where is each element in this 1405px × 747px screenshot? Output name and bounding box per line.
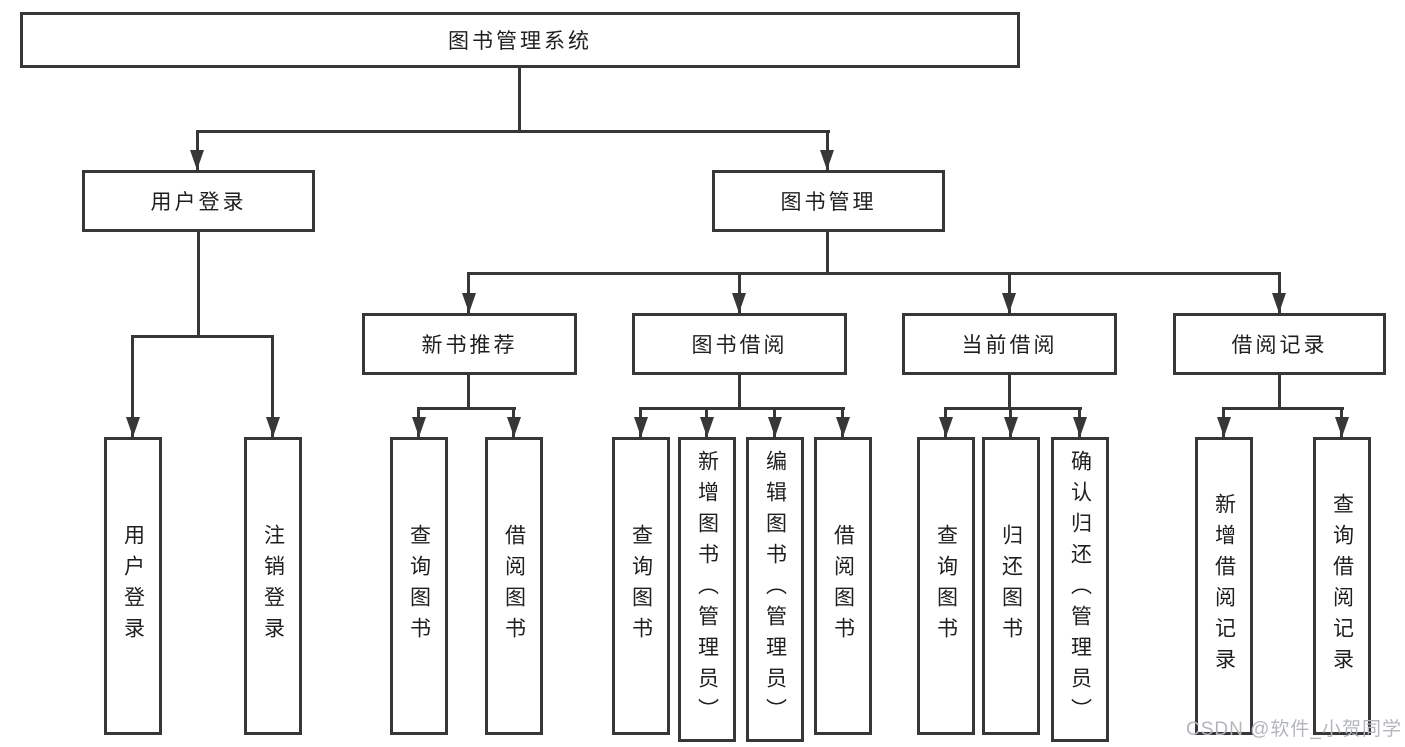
leaf-confirm-return-admin: 确认归还（管理员） <box>1051 437 1109 742</box>
node-label: 查询图书 <box>407 524 431 648</box>
leaf-query-books-2: 查询图书 <box>612 437 670 735</box>
node-label: 借阅记录 <box>1231 334 1328 357</box>
leaf-borrow-books-1: 借阅图书 <box>485 437 543 735</box>
node-label: 确认归还（管理员） <box>1068 450 1092 729</box>
arrowhead-icon <box>1002 293 1016 313</box>
csdn-watermark: CSDN @软件_小贺同学 <box>1186 719 1402 740</box>
connector-line <box>1278 272 1281 313</box>
connector-line <box>467 272 1281 275</box>
arrowhead-icon <box>836 417 850 437</box>
node-label: 新增图书（管理员） <box>695 450 719 729</box>
leaf-query-borrow-record: 查询借阅记录 <box>1313 437 1371 735</box>
node-book-management: 图书管理 <box>712 170 945 232</box>
node-new-book-recommend: 新书推荐 <box>362 313 577 375</box>
connector-line <box>417 407 516 410</box>
arrowhead-icon <box>732 293 746 313</box>
connector-line <box>131 335 274 338</box>
arrowhead-icon <box>1272 293 1286 313</box>
arrowhead-icon <box>1004 417 1018 437</box>
node-label: 用户登录 <box>150 191 247 214</box>
node-label: 图书借阅 <box>691 334 788 357</box>
arrowhead-icon <box>462 293 476 313</box>
leaf-add-borrow-record: 新增借阅记录 <box>1195 437 1253 735</box>
node-label: 查询图书 <box>934 524 958 648</box>
arrowhead-icon <box>507 417 521 437</box>
leaf-logout: 注销登录 <box>244 437 302 735</box>
arrowhead-icon <box>768 417 782 437</box>
arrowhead-icon <box>939 417 953 437</box>
arrowhead-icon <box>1335 417 1349 437</box>
node-label: 查询图书 <box>629 524 653 648</box>
leaf-borrow-books-2: 借阅图书 <box>814 437 872 735</box>
connector-line <box>197 232 200 335</box>
connector-line <box>271 335 274 437</box>
connector-line <box>944 407 1082 410</box>
connector-line <box>467 272 470 313</box>
node-label: 注销登录 <box>261 524 285 648</box>
connector-line <box>738 272 741 313</box>
connector-line <box>1222 407 1344 410</box>
node-user-login: 用户登录 <box>82 170 315 232</box>
node-label: 新增借阅记录 <box>1212 493 1236 679</box>
arrowhead-icon <box>266 417 280 437</box>
connector-line <box>1278 375 1281 407</box>
node-label: 借阅图书 <box>831 524 855 648</box>
node-label: 图书管理系统 <box>448 30 592 53</box>
connector-line <box>131 335 134 437</box>
node-label: 用户登录 <box>121 524 145 648</box>
arrowhead-icon <box>634 417 648 437</box>
node-current-borrowing: 当前借阅 <box>902 313 1117 375</box>
connector-line <box>639 407 845 410</box>
connector-line <box>826 232 829 272</box>
connector-line <box>467 375 470 407</box>
arrowhead-icon <box>700 417 714 437</box>
arrowhead-icon <box>190 150 204 170</box>
arrowhead-icon <box>1073 417 1087 437</box>
node-label: 编辑图书（管理员） <box>763 450 787 729</box>
node-label: 当前借阅 <box>961 334 1058 357</box>
leaf-query-books-1: 查询图书 <box>390 437 448 735</box>
node-label: 查询借阅记录 <box>1330 493 1354 679</box>
leaf-return-books: 归还图书 <box>982 437 1040 735</box>
node-borrow-records: 借阅记录 <box>1173 313 1386 375</box>
connector-line <box>518 68 521 130</box>
node-label: 借阅图书 <box>502 524 526 648</box>
arrowhead-icon <box>126 417 140 437</box>
arrowhead-icon <box>1217 417 1231 437</box>
arrowhead-icon <box>820 150 834 170</box>
connector-line <box>1008 375 1011 407</box>
node-library-management-system: 图书管理系统 <box>20 12 1020 68</box>
node-book-borrowing: 图书借阅 <box>632 313 847 375</box>
connector-line <box>738 375 741 407</box>
leaf-edit-books-admin: 编辑图书（管理员） <box>746 437 804 742</box>
leaf-query-books-3: 查询图书 <box>917 437 975 735</box>
leaf-add-books-admin: 新增图书（管理员） <box>678 437 736 742</box>
node-label: 图书管理 <box>780 191 877 214</box>
node-label: 新书推荐 <box>421 334 518 357</box>
connector-line <box>1008 272 1011 313</box>
connector-line <box>196 130 830 133</box>
node-label: 归还图书 <box>999 524 1023 648</box>
leaf-user-login: 用户登录 <box>104 437 162 735</box>
arrowhead-icon <box>412 417 426 437</box>
